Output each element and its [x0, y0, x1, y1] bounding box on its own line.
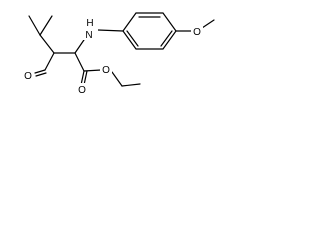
amine-label: N H: [82, 17, 98, 41]
isopropyl-group: [28, 15, 53, 36]
methoxy-oxygen-label: O: [193, 27, 201, 38]
backbone-bonds: [39, 34, 87, 54]
oxygen-labels: O O O O: [22, 25, 203, 96]
ester-group: [74, 52, 141, 87]
structure-canvas: N H O O O O: [22, 12, 215, 96]
ester-ether-oxygen-label: O: [102, 65, 110, 76]
ester-carbonyl-oxygen-label: O: [78, 85, 86, 96]
amine-hydrogen-label: H: [86, 18, 93, 29]
amine-nitrogen-label: N: [85, 30, 92, 41]
aryl-ring: [97, 12, 215, 50]
aldehyde-group: [34, 52, 55, 77]
aldehyde-oxygen-label: O: [24, 71, 32, 82]
